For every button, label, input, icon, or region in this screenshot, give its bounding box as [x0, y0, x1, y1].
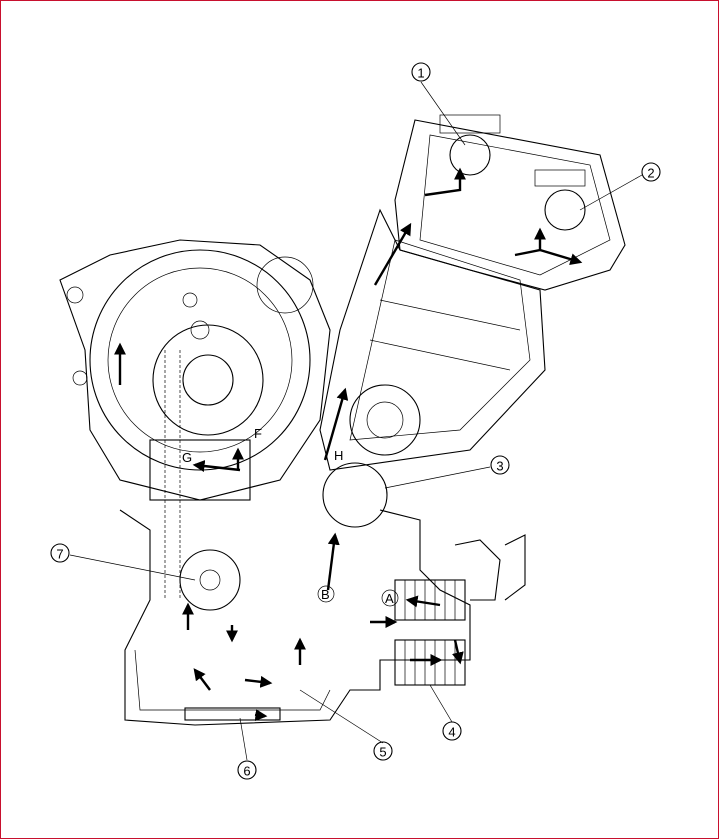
- timing-chain: [164, 350, 181, 600]
- svg-text:6: 6: [243, 764, 250, 779]
- crankcase-cover: [59, 239, 331, 501]
- oil-flow-arrows: [114, 167, 583, 722]
- point-label-a: A: [385, 591, 394, 606]
- point-label-b: B: [321, 587, 330, 602]
- svg-text:5: 5: [379, 745, 386, 760]
- cylinder-head: [394, 114, 626, 291]
- point-label-h: H: [334, 448, 343, 463]
- point-label-g: G: [182, 450, 192, 465]
- svg-text:4: 4: [448, 725, 455, 740]
- callout-5: 5: [373, 741, 393, 761]
- oil-pump: [179, 549, 241, 611]
- svg-text:7: 7: [56, 547, 63, 562]
- crankshaft: [149, 384, 421, 528]
- point-label-f: F: [254, 426, 262, 441]
- svg-text:1: 1: [417, 66, 424, 81]
- callout-6: 6: [237, 760, 257, 780]
- callout-3: 3: [490, 455, 510, 475]
- oil-filter: [394, 534, 526, 686]
- svg-text:3: 3: [496, 459, 503, 474]
- callout-1: 1: [411, 62, 431, 82]
- oil-pan: [119, 509, 471, 726]
- callout-leaders: [69, 81, 643, 761]
- cylinder-block: [319, 208, 546, 471]
- callout-4: 4: [442, 721, 462, 741]
- callout-7: 7: [50, 543, 70, 563]
- svg-text:2: 2: [647, 166, 654, 181]
- callout-2: 2: [641, 162, 661, 182]
